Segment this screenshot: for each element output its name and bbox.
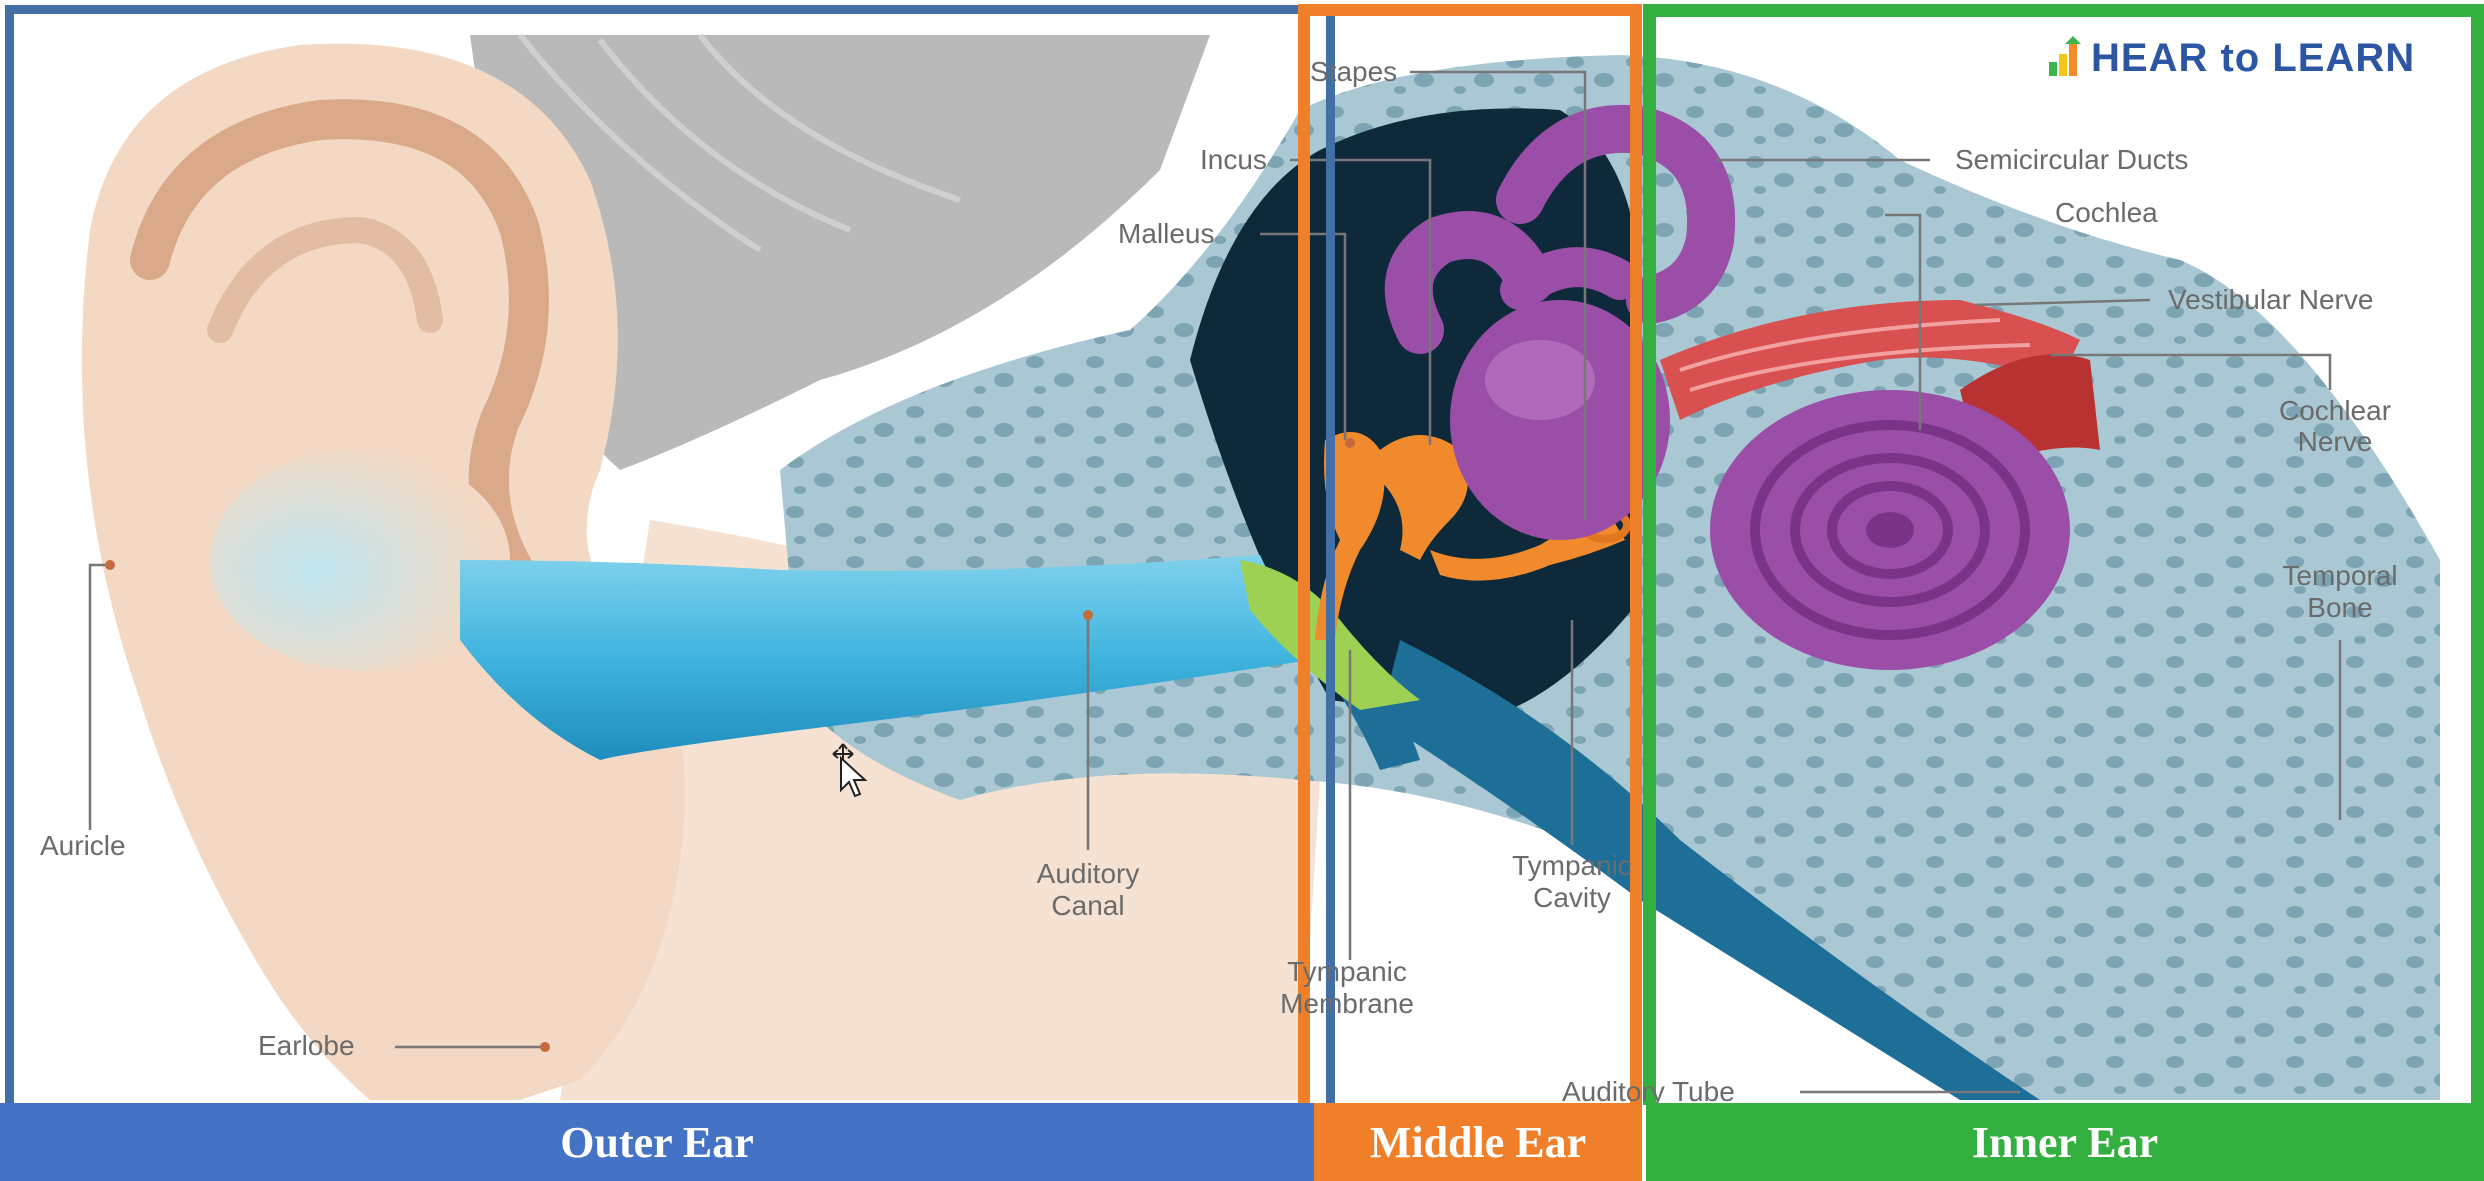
label-tympanic-membrane-line2: Membrane <box>1272 988 1422 1020</box>
middle-ear-frame <box>1298 4 1642 1105</box>
label-vestibular-nerve: Vestibular Nerve <box>2168 284 2373 316</box>
outer-ear-frame <box>5 5 1335 1105</box>
hear-to-learn-logo: HEAR to LEARN <box>2047 33 2415 83</box>
label-temporal-bone-line1: Temporal <box>2265 560 2415 592</box>
label-stapes: Stapes <box>1310 56 1397 88</box>
label-earlobe: Earlobe <box>258 1030 355 1062</box>
middle-ear-band: Middle Ear <box>1314 1103 1642 1181</box>
logo-text: HEAR to LEARN <box>2091 36 2415 81</box>
inner-ear-label: Inner Ear <box>1972 1117 2158 1168</box>
outer-ear-label: Outer Ear <box>560 1117 754 1168</box>
label-auditory-canal-line2: Canal <box>1013 890 1163 922</box>
label-auditory-canal-line1: Auditory <box>1013 858 1163 890</box>
label-semicircular-ducts: Semicircular Ducts <box>1955 144 2188 176</box>
label-cochlea: Cochlea <box>2055 197 2158 229</box>
label-tympanic-cavity-line1: Tympanic <box>1497 850 1647 882</box>
label-tympanic-cavity-line2: Cavity <box>1497 882 1647 914</box>
label-incus: Incus <box>1200 144 1267 176</box>
middle-ear-label: Middle Ear <box>1370 1117 1586 1168</box>
label-tympanic-membrane-line1: Tympanic <box>1272 956 1422 988</box>
move-cursor-icon <box>815 740 875 800</box>
label-cochlear-nerve-line1: Cochlear <box>2260 395 2410 427</box>
outer-ear-band: Outer Ear <box>0 1103 1314 1181</box>
label-auricle: Auricle <box>40 830 126 862</box>
label-temporal-bone-line2: Bone <box>2265 592 2415 624</box>
label-cochlear-nerve-line2: Nerve <box>2260 426 2410 458</box>
inner-ear-band: Inner Ear <box>1646 1103 2484 1181</box>
logo-bars-icon <box>2047 36 2087 80</box>
label-malleus: Malleus <box>1118 218 1214 250</box>
